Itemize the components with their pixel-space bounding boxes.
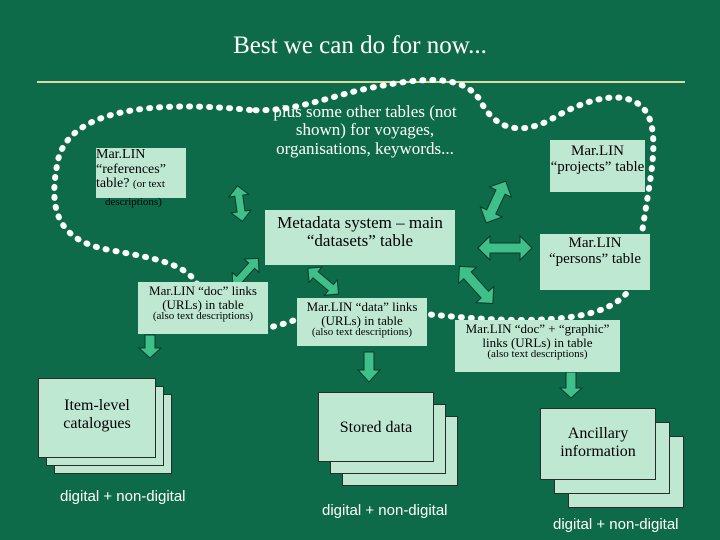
caption-left: digital + non-digital <box>60 488 186 505</box>
references-note: (or text <box>132 178 165 191</box>
projects-table-box: Mar.LIN “projects” table <box>550 140 645 192</box>
arrow-references-metadata <box>227 185 253 223</box>
ancillary-label: Ancillary information <box>560 425 636 460</box>
metadata-label: Metadata system – main “datasets” table <box>277 213 443 250</box>
data-links-box: Mar.LIN “data” links (URLs) in table (al… <box>297 298 427 346</box>
arrow-data-to-stored <box>356 351 382 383</box>
doc-links-label: Mar.LIN “doc” links (URLs) in table <box>149 283 257 312</box>
item-level-label: Item-level catalogues <box>63 397 131 432</box>
data-links-note: (also text descriptions) <box>311 326 413 339</box>
item-level-catalogues-stack: Item-level catalogues <box>38 378 178 478</box>
arrow-projects-metadata <box>479 180 513 224</box>
arrow-persons-metadata <box>477 234 533 262</box>
caption-middle: digital + non-digital <box>322 502 448 519</box>
graphic-links-box: Mar.LIN “doc” + “graphic” links (URLs) i… <box>455 320 620 372</box>
other-tables-note: plus some other tables (not shown) for v… <box>273 102 457 158</box>
projects-label: Mar.LIN “projects” table <box>550 143 645 175</box>
stored-data-label: Stored data <box>339 419 413 436</box>
persons-label: Mar.LIN “persons” table <box>548 235 642 267</box>
dotted-boundary <box>51 77 657 333</box>
arrow-metadata-data <box>307 266 340 296</box>
graphic-links-label: Mar.LIN “doc” + “graphic” links (URLs) i… <box>465 321 610 350</box>
graphic-links-note: (also text descriptions) <box>487 348 588 361</box>
data-links-label: Mar.LIN “data” links (URLs) in table <box>306 299 418 328</box>
doc-links-note: (also text descriptions) <box>152 310 254 323</box>
slide-title: Best we can do for now... <box>233 32 487 59</box>
stack-sheet-front: Ancillary information <box>540 408 656 480</box>
metadata-datasets-box: Metadata system – main “datasets” table <box>265 210 455 265</box>
arrow-graphic-to-ancillary <box>558 371 584 399</box>
stored-data-stack: Stored data <box>318 392 468 492</box>
persons-table-box: Mar.LIN “persons” table <box>540 234 650 290</box>
references-label: Mar.LIN “references” table? <box>96 147 166 192</box>
doc-links-box: Mar.LIN “doc” links (URLs) in table (als… <box>138 282 268 334</box>
arrow-doc-to-catalogues <box>137 334 163 359</box>
ancillary-information-stack: Ancillary information <box>540 408 690 518</box>
stack-sheet-front: Stored data <box>318 392 434 462</box>
title-underline <box>37 81 685 83</box>
arrow-metadata-graphic <box>457 265 495 305</box>
references-note-continued: descriptions) <box>105 196 162 208</box>
references-table-box: Mar.LIN “references” table? (or text <box>96 147 186 198</box>
stack-sheet-front: Item-level catalogues <box>38 378 156 458</box>
caption-right: digital + non-digital <box>553 516 679 533</box>
